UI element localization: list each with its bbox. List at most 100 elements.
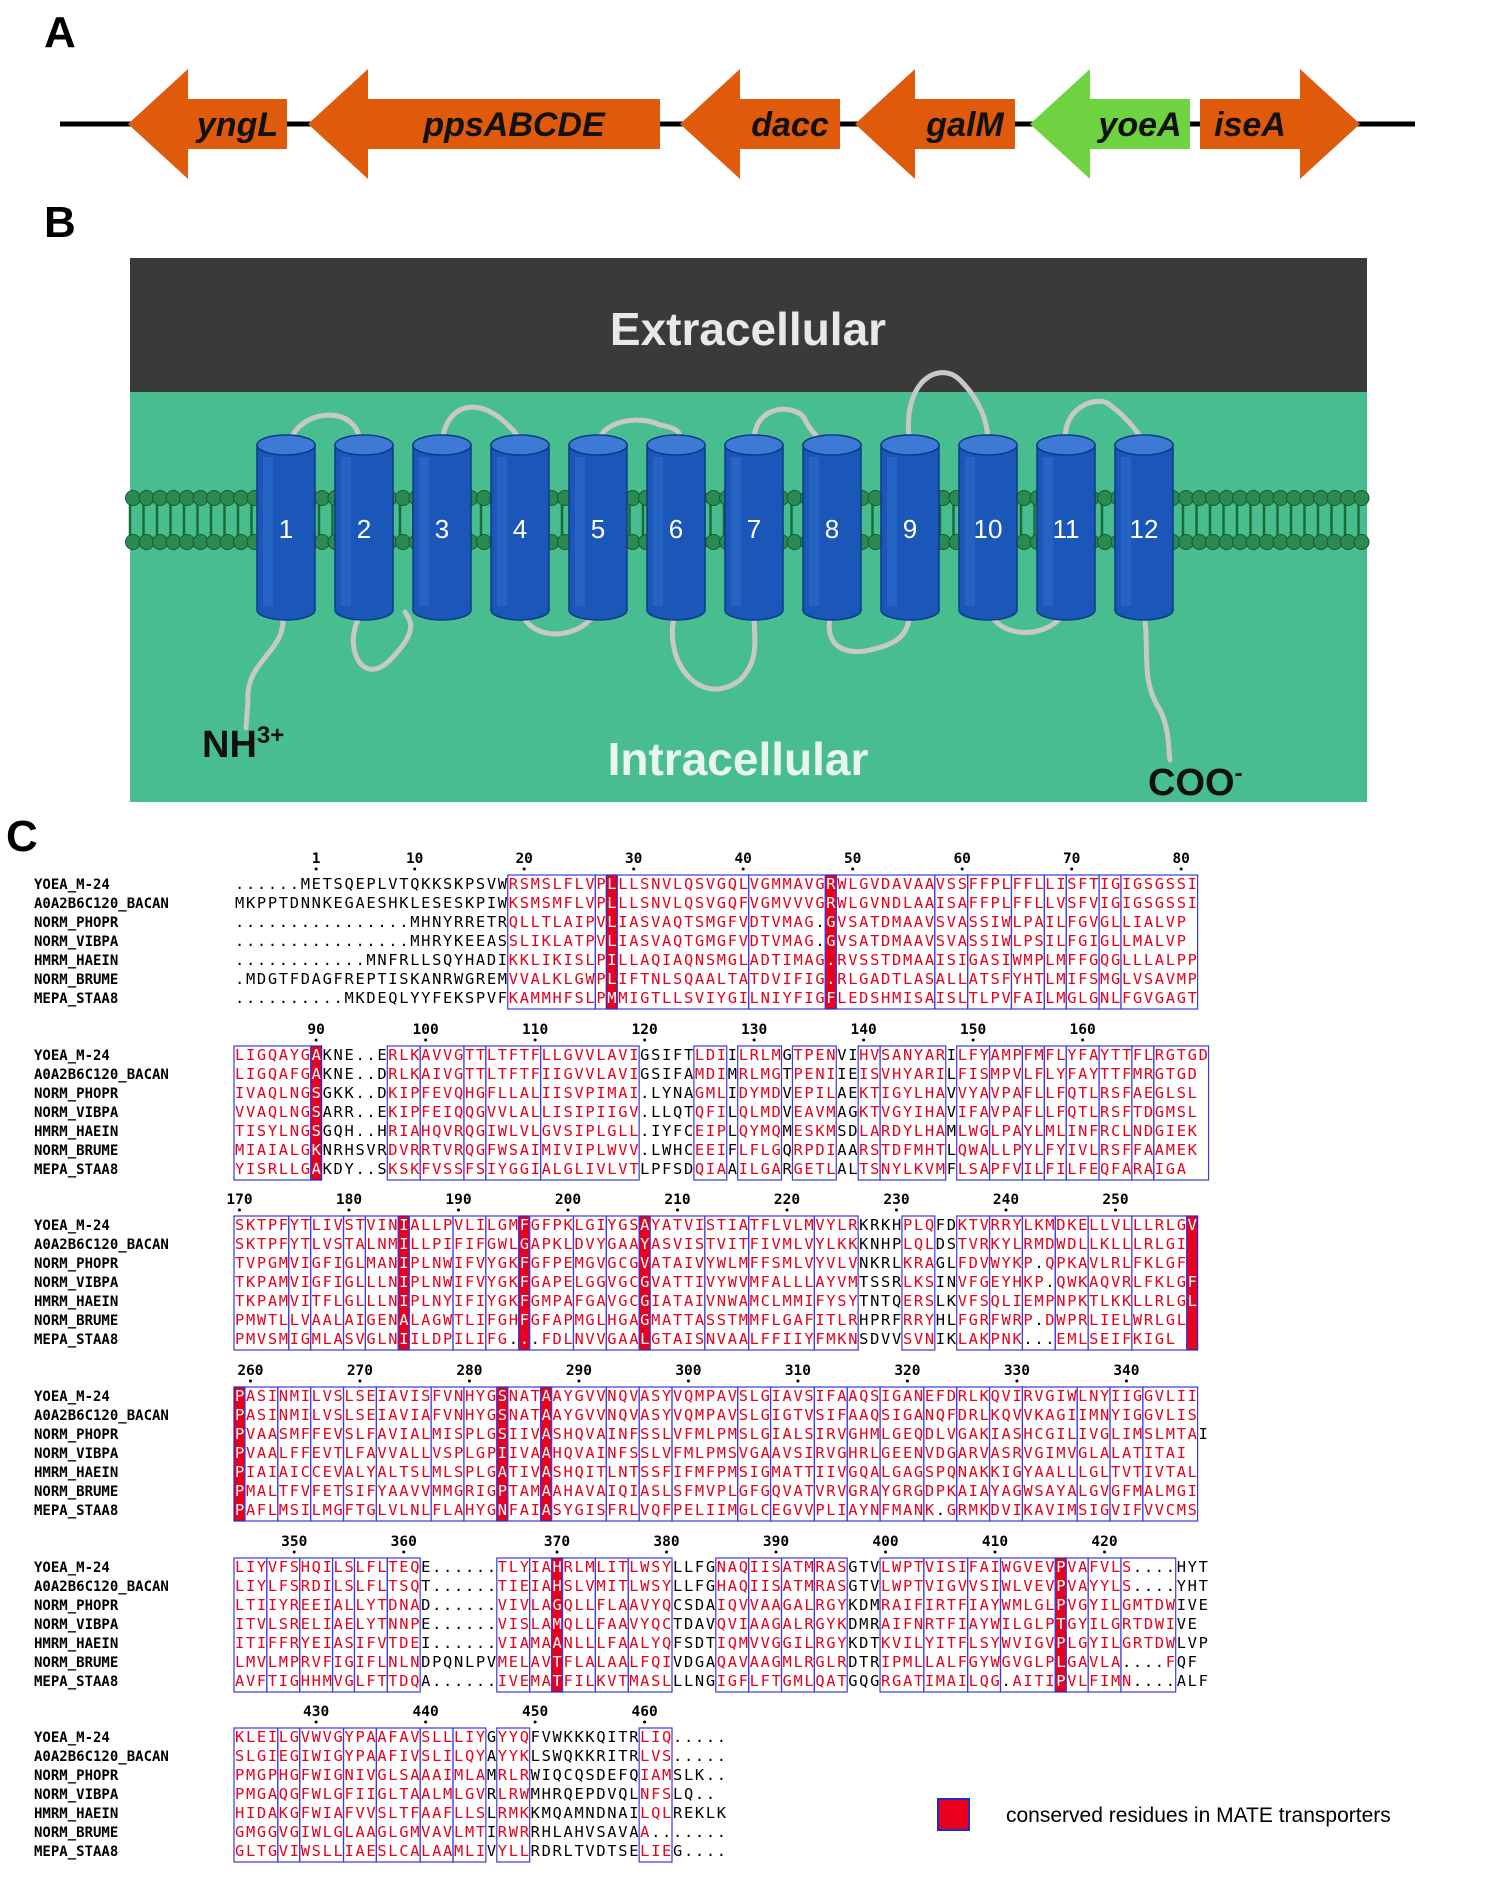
gene-label-iseA: iseA	[1214, 106, 1286, 144]
gene-arrow-iseA	[1200, 69, 1360, 179]
sequence-name: MEPA_STAA8	[34, 1503, 118, 1519]
similarity-box	[791, 1045, 837, 1181]
similarity-box	[813, 1557, 848, 1693]
position-number: 430	[303, 1704, 329, 1720]
helix-7: 7	[724, 434, 784, 621]
helix-number: 8	[825, 514, 839, 544]
helix-number: 5	[591, 514, 605, 544]
sequence-name: MEPA_STAA8	[34, 1844, 118, 1860]
sequence-name: HMRM_HAEIN	[34, 1294, 118, 1310]
sequence-name: NORM_BRUME	[34, 1484, 118, 1500]
helix-12: 12	[1114, 434, 1174, 621]
gene-arrow-yngL	[128, 69, 287, 179]
sequence-name: NORM_PHOPR	[34, 1598, 119, 1614]
helix-1: 1	[256, 434, 316, 621]
similarity-box	[529, 1557, 553, 1693]
sequence-name: A0A2B6C120_BACAN	[34, 1237, 169, 1253]
similarity-box	[1153, 1045, 1210, 1181]
sequence-name: NORM_PHOPR	[34, 1086, 119, 1102]
gene-arrow-dacc	[680, 69, 840, 179]
position-number: 160	[1070, 1022, 1096, 1038]
sequence-name: A0A2B6C120_BACAN	[34, 1408, 169, 1424]
sequence-name: NORM_BRUME	[34, 1143, 118, 1159]
sequence-name: MEPA_STAA8	[34, 1674, 118, 1690]
extracellular-region	[130, 258, 1367, 392]
sequence-name: YOEA_M-24	[34, 1560, 110, 1576]
position-number: 250	[1102, 1192, 1128, 1208]
c-terminus-label: COO-	[1148, 760, 1243, 804]
sequence-name: YOEA_M-24	[34, 1389, 110, 1405]
position-number: 1	[312, 851, 321, 867]
position-number: 230	[883, 1192, 909, 1208]
sequence-name: NORM_VIBPA	[34, 934, 119, 950]
position-number: 280	[456, 1363, 482, 1379]
position-number: 200	[555, 1192, 581, 1208]
sequence-name: NORM_PHOPR	[34, 1427, 119, 1443]
similarity-box	[813, 1215, 859, 1351]
position-number: 130	[741, 1022, 767, 1038]
position-number: 190	[445, 1192, 471, 1208]
similarity-box	[879, 1045, 947, 1181]
gene-arrow-yoeA	[1030, 69, 1190, 179]
helix-5: 5	[568, 434, 628, 621]
position-number: 240	[993, 1192, 1019, 1208]
position-number: 330	[1004, 1363, 1030, 1379]
sequence-name: HMRM_HAEIN	[34, 953, 118, 969]
legend-label: conserved residues in MATE transporters	[1006, 1804, 1391, 1827]
helix-8: 8	[802, 434, 862, 621]
sequence-name: HMRM_HAEIN	[34, 1806, 118, 1822]
position-number: 170	[226, 1192, 252, 1208]
position-number: 150	[960, 1022, 986, 1038]
position-number: 120	[632, 1022, 658, 1038]
gene-label-galM: galM	[925, 106, 1004, 144]
helix-number: 6	[669, 514, 683, 544]
similarity-box	[507, 1386, 542, 1522]
position-number: 260	[237, 1363, 263, 1379]
position-number: 100	[413, 1022, 439, 1038]
helix-number: 4	[513, 514, 527, 544]
similarity-box	[452, 1727, 487, 1863]
position-number: 210	[664, 1192, 690, 1208]
helix-9: 9	[880, 434, 940, 621]
position-number: 460	[632, 1704, 658, 1720]
helix-number: 11	[1053, 514, 1080, 544]
similarity-box	[638, 1727, 673, 1863]
sequence-name: A0A2B6C120_BACAN	[34, 1067, 169, 1083]
sequence-name: YOEA_M-24	[34, 1048, 110, 1064]
helix-10: 10	[958, 434, 1018, 621]
position-number: 340	[1113, 1363, 1139, 1379]
legend-swatch	[937, 1798, 970, 1831]
position-number: 410	[982, 1534, 1008, 1550]
sequence-name: NORM_VIBPA	[34, 1617, 119, 1633]
gene-label-ppsABCDE: ppsABCDE	[422, 106, 606, 144]
position-number: 350	[281, 1534, 307, 1550]
